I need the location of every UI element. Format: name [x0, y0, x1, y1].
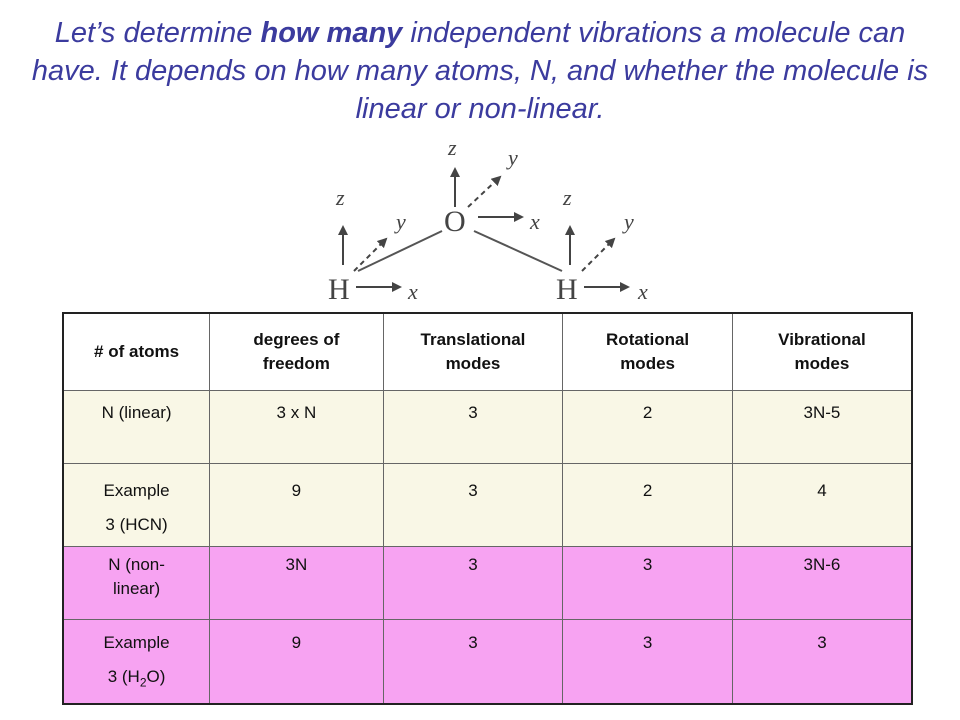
title-part-2: independent vibrations a molecule can ha…	[31, 17, 929, 125]
hydrogen-left-axes: z y x H	[328, 185, 418, 306]
cell-dof: 3 x N	[209, 390, 384, 464]
title-emphasis: how many	[260, 17, 403, 49]
hydrogen-right-y-label: y	[622, 209, 634, 234]
cell-rotational: 2	[562, 390, 733, 464]
cell-translational: 3	[382, 546, 564, 620]
hydrogen-left-z-label: z	[335, 185, 345, 210]
cell-vibrational: 3N-5	[731, 390, 913, 464]
cell-vibrational: 4	[731, 463, 913, 547]
oxygen-y-label: y	[506, 145, 518, 170]
table-row: N (linear) 3 x N 3 2 3N-5	[62, 390, 913, 464]
cell-vibrational: 3N-6	[731, 546, 913, 620]
slide-title: Let’s determine how many independent vib…	[20, 14, 940, 128]
oxygen-x-label: x	[529, 209, 540, 234]
cell-rotational: 2	[562, 463, 733, 547]
oxygen-axes: z y x O	[444, 135, 540, 238]
cell-dof: 9	[209, 619, 384, 705]
bond-right	[473, 230, 563, 272]
cell-dof: 9	[209, 463, 384, 547]
cell-translational: 3	[382, 390, 564, 464]
hydrogen-left-y-label: y	[394, 209, 406, 234]
table-row: N (non-linear) 3N 3 3 3N-6	[62, 546, 913, 620]
oxygen-z-label: z	[447, 135, 457, 160]
hydrogen-right-atom: H	[556, 273, 578, 306]
hydrogen-left-x-label: x	[407, 279, 418, 304]
header-atoms: # of atoms	[62, 312, 211, 391]
title-part-1: Let’s determine	[54, 17, 261, 49]
hydrogen-right-x-label: x	[637, 279, 648, 304]
cell-atoms: N (linear)	[62, 390, 211, 464]
hydrogen-right-axes: z y x H	[556, 185, 648, 306]
cell-rotational: 3	[562, 619, 733, 705]
cell-atoms: N (non-linear)	[62, 546, 211, 620]
cell-rotational: 3	[562, 546, 733, 620]
cell-translational: 3	[382, 619, 564, 705]
hydrogen-right-z-label: z	[562, 185, 572, 210]
oxygen-atom: O	[444, 205, 466, 238]
cell-vibrational: 3	[731, 619, 913, 705]
cell-dof: 3N	[209, 546, 384, 620]
cell-translational: 3	[382, 463, 564, 547]
bond-left	[357, 230, 443, 272]
water-molecule-diagram: z y x O z y x H z y x H	[328, 135, 648, 306]
hydrogen-left-atom: H	[328, 273, 350, 306]
